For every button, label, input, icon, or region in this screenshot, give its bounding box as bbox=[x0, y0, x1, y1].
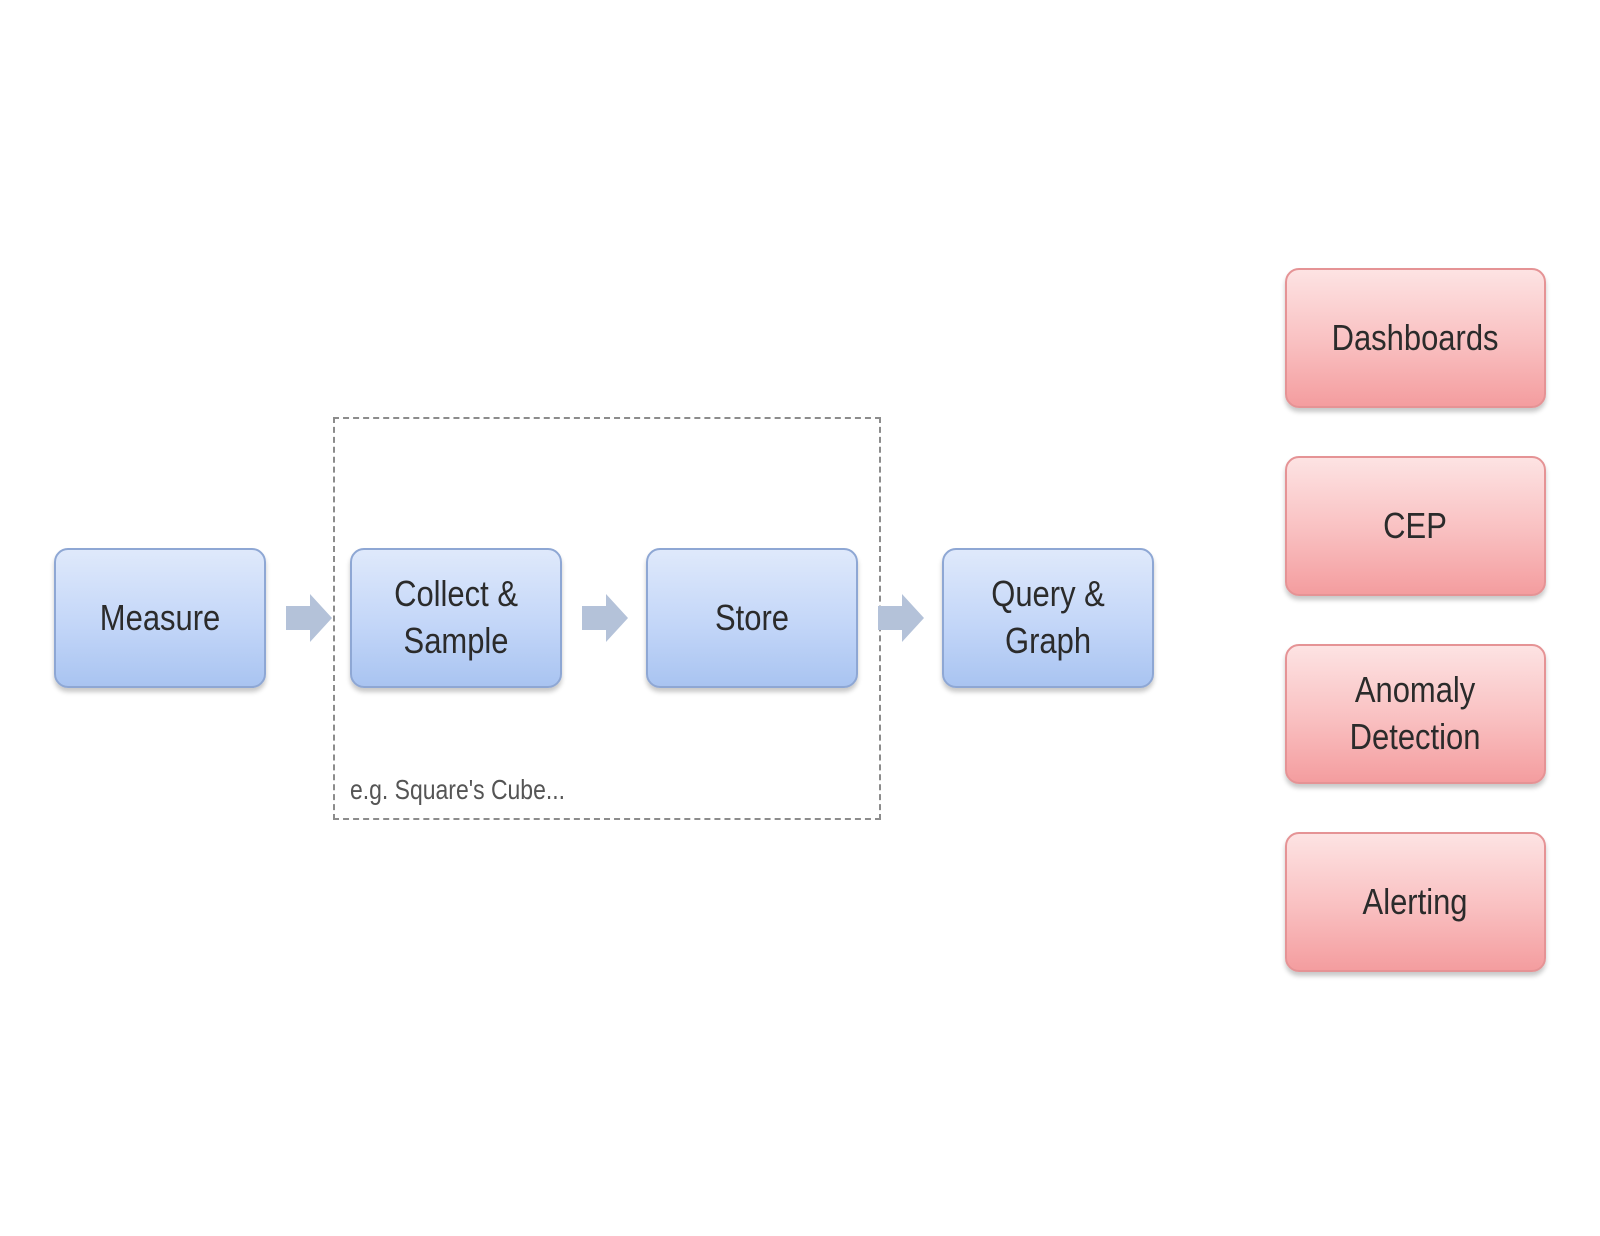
node-cep: CEP bbox=[1285, 456, 1546, 596]
arrow-shape bbox=[286, 594, 332, 642]
arrow-store-to-query-icon bbox=[878, 594, 924, 642]
node-measure: Measure bbox=[54, 548, 266, 688]
node-store-label: Store bbox=[714, 596, 789, 638]
node-anomaly-detection: Anomaly Detection bbox=[1285, 644, 1546, 784]
node-anomaly-detection-label: Anomaly Detection bbox=[1350, 669, 1481, 757]
arrow-shape bbox=[582, 594, 628, 642]
node-alerting-label: Alerting bbox=[1363, 880, 1468, 922]
node-dashboards-label: Dashboards bbox=[1332, 316, 1499, 358]
arrow-shape bbox=[878, 594, 924, 642]
node-store: Store bbox=[646, 548, 858, 688]
arrow-measure-to-collect-icon bbox=[286, 594, 332, 642]
group-label: e.g. Square's Cube... bbox=[350, 774, 565, 805]
node-query-graph: Query & Graph bbox=[942, 548, 1154, 688]
arrow-collect-to-store-icon bbox=[582, 594, 628, 642]
node-collect-sample-label: Collect & Sample bbox=[394, 573, 518, 661]
node-query-graph-label: Query & Graph bbox=[991, 573, 1105, 661]
node-collect-sample: Collect & Sample bbox=[350, 548, 562, 688]
node-alerting: Alerting bbox=[1285, 832, 1546, 972]
node-cep-label: CEP bbox=[1383, 504, 1448, 546]
node-dashboards: Dashboards bbox=[1285, 268, 1546, 408]
node-measure-label: Measure bbox=[99, 596, 221, 638]
